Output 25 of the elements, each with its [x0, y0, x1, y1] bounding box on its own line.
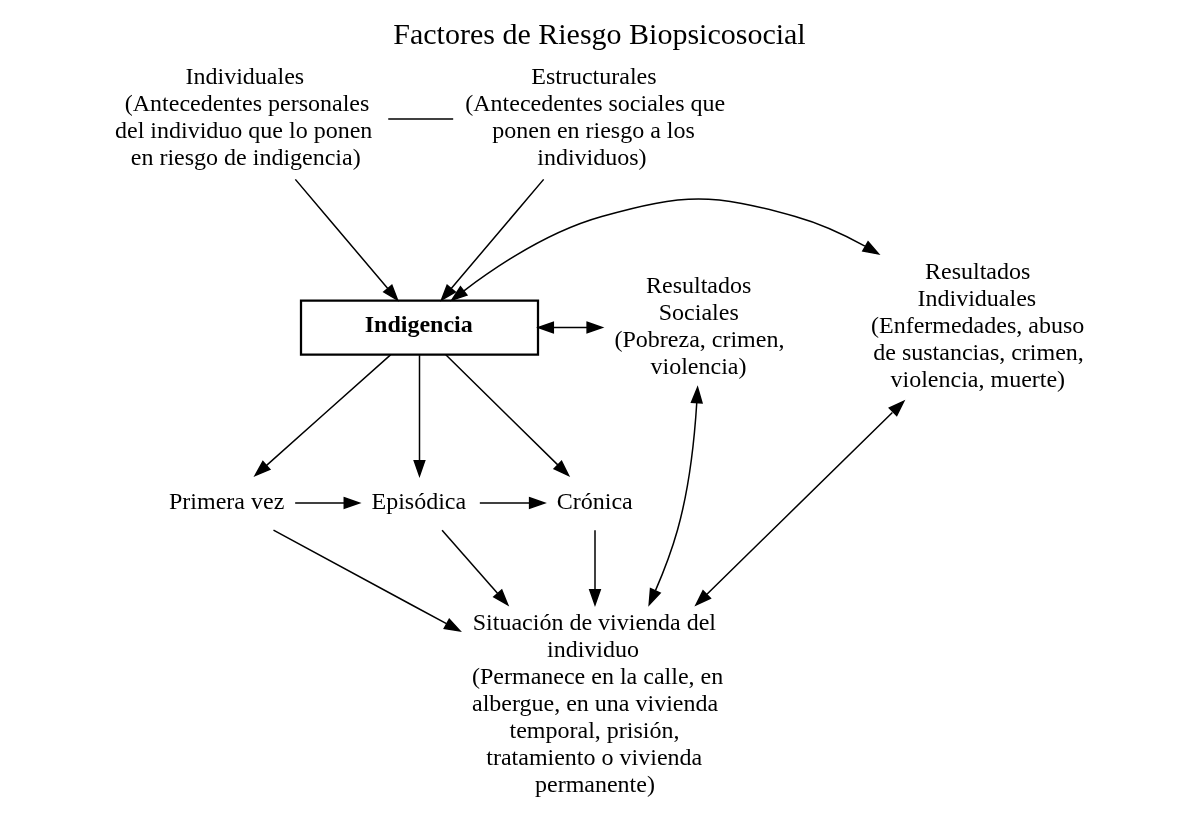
connector [387, 118, 454, 120]
arrow [440, 529, 509, 607]
arrow [449, 198, 880, 302]
node-text: Primera vez [168, 487, 284, 514]
arrow [252, 354, 391, 477]
node-text: Individuales (Antecedentes personales del individuo que lo ponen en riesgo de indigencia) [114, 63, 372, 171]
node-text: Resultados Individuales (Enfermedades, abuso de sustancias, crimen, violencia, muerte) [870, 258, 1084, 393]
arrow [412, 354, 426, 478]
node-text: Situación de vivienda del individuo (Permanece en la calle, en albergue, en una vivienda temporal, prisión, tratamiento o vivienda permanente) [471, 609, 723, 798]
arrow [693, 399, 905, 607]
arrow [293, 496, 362, 510]
arrow [439, 178, 544, 302]
arrow [444, 354, 570, 478]
arrow [294, 178, 399, 302]
arrow [272, 529, 462, 633]
node-text: Resultados Sociales (Pobreza, crimen, violencia) [614, 271, 784, 379]
arrow [535, 321, 604, 334]
node-text: Estructurales (Antecedentes sociales que ponen en riesgo a los individuos) [464, 63, 725, 171]
arrow [588, 529, 601, 608]
node-box: Indigencia [299, 299, 539, 356]
arrow [647, 385, 703, 607]
node-text: Crónica [556, 487, 633, 514]
arrow [478, 496, 547, 510]
diagram-title: Factores de Riesgo Biopsicosocial [392, 17, 806, 50]
node-text: Episódica [371, 487, 466, 514]
